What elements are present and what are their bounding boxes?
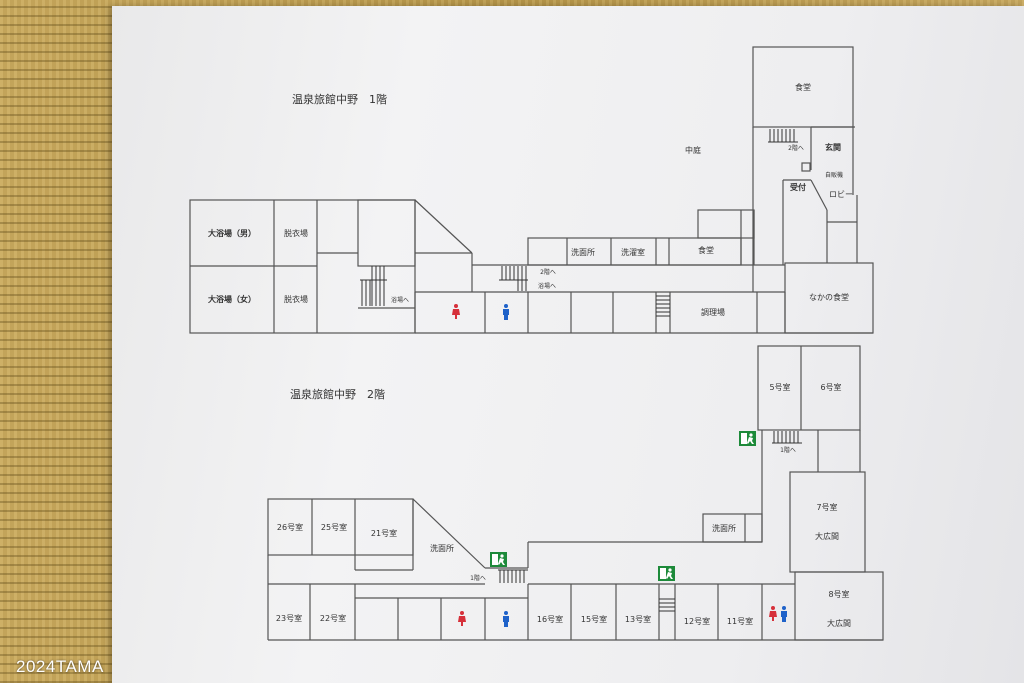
restroom-male-icon <box>503 304 509 320</box>
room-entrance: 玄関 <box>825 142 841 152</box>
emergency-exit-icon <box>658 566 675 581</box>
floor2-stairs-center <box>659 598 675 612</box>
room-washroom-west: 洗面所 <box>430 543 454 553</box>
room-26: 26号室 <box>277 522 303 532</box>
room-vending: 自販機 <box>825 171 843 179</box>
restroom-male-icon <box>781 606 787 622</box>
restroom-female-icon <box>769 606 777 621</box>
floor1-title: 温泉旅館中野 1階 <box>292 92 387 106</box>
room-23: 23号室 <box>276 613 302 623</box>
room-bath-women: 大浴場（女） <box>208 294 256 304</box>
floor2-stairs-east <box>772 431 802 444</box>
room-washroom: 洗面所 <box>571 247 595 257</box>
area-courtyard: 中庭 <box>685 145 701 155</box>
room-nakano-dining: なかの食堂 <box>809 292 849 302</box>
sign-to-2f-center: 2階へ <box>540 268 556 276</box>
room-washroom-east: 洗面所 <box>712 523 736 533</box>
room-22: 22号室 <box>320 613 346 623</box>
room-13: 13号室 <box>625 614 651 624</box>
floor1-stairs-kitchen <box>656 295 670 317</box>
emergency-exit-icon <box>739 431 756 446</box>
room-25: 25号室 <box>321 522 347 532</box>
hall-7: 大広間 <box>815 531 839 541</box>
floor1-plan: 温泉旅館中野 1階 <box>189 46 874 334</box>
room-5: 5号室 <box>769 382 790 392</box>
sign-to-2f-east: 2階へ <box>788 144 804 152</box>
room-6: 6号室 <box>820 382 841 392</box>
sign-to-bath-center: 浴場へ <box>538 282 556 290</box>
restroom-female-icon <box>452 304 460 319</box>
emergency-exit-icon <box>490 552 507 567</box>
room-12: 12号室 <box>684 616 710 626</box>
room-7: 7号室 <box>816 502 837 512</box>
room-kitchen: 調理場 <box>701 307 725 317</box>
restroom-female-icon <box>458 611 466 626</box>
floor1-stairs-west <box>360 266 387 306</box>
floor1-stairs-east <box>768 129 798 143</box>
room-16: 16号室 <box>537 614 563 624</box>
room-11: 11号室 <box>727 616 753 626</box>
room-lobby: ロビー <box>829 190 853 199</box>
sign-to-bath-west: 浴場へ <box>391 296 409 304</box>
room-21: 21号室 <box>371 528 397 538</box>
floor2-stairs-west <box>498 569 528 583</box>
room-bath-men: 大浴場（男） <box>208 228 256 238</box>
room-15: 15号室 <box>581 614 607 624</box>
floor-plan-sheet <box>112 6 1024 683</box>
floor2-title: 温泉旅館中野 2階 <box>290 387 385 401</box>
floor1-stairs-center <box>499 266 528 291</box>
room-laundry: 洗濯室 <box>621 247 645 257</box>
room-dressing-women: 脱衣場 <box>284 294 308 304</box>
restroom-male-icon <box>503 611 509 627</box>
room-reception: 受付 <box>790 182 806 192</box>
room-8: 8号室 <box>828 589 849 599</box>
photo-watermark: 2024TAMA <box>16 657 104 676</box>
sign-to-1f-west: 1階へ <box>470 574 486 582</box>
room-dining-top: 食堂 <box>795 82 811 92</box>
floor2-plan: 温泉旅館中野 2階 <box>267 345 884 641</box>
room-dressing-men: 脱衣場 <box>284 228 308 238</box>
room-dining-small: 食堂 <box>698 245 714 255</box>
sign-to-1f-east: 1階へ <box>780 446 796 454</box>
hall-8: 大広間 <box>827 618 851 628</box>
